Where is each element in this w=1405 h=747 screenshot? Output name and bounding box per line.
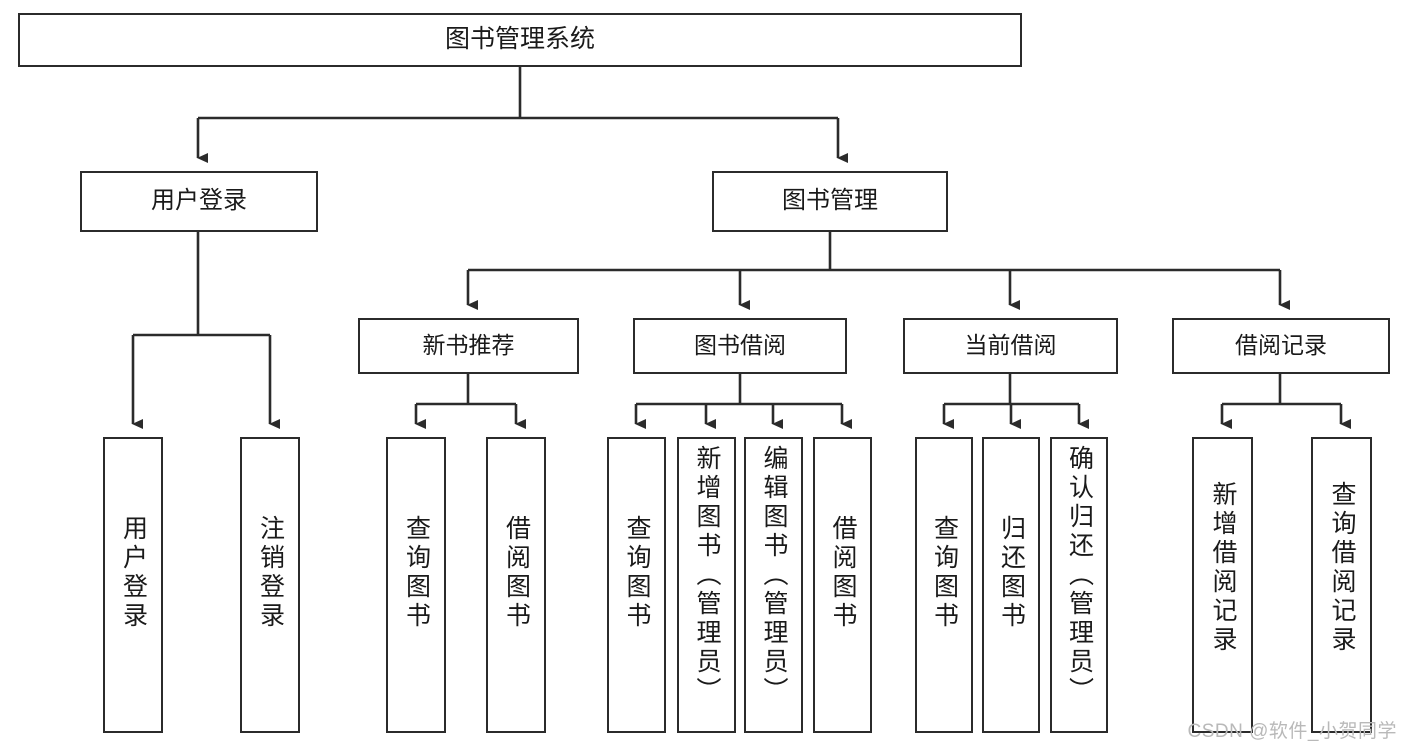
node-borrow-record-label: 借阅记录	[1235, 332, 1327, 359]
leaf-confirm-return-label: 确认归还（管理员）	[1065, 445, 1094, 706]
node-root-label: 图书管理系统	[444, 25, 595, 54]
node-current-borrow[interactable]: 当前借阅	[903, 318, 1118, 374]
node-borrow-record[interactable]: 借阅记录	[1172, 318, 1390, 374]
node-user-login[interactable]: 用户登录	[80, 171, 318, 232]
leaf-query-book-2-label: 查询图书	[623, 515, 651, 631]
leaf-add-book[interactable]: 新增图书（管理员）	[677, 437, 736, 733]
leaf-user-login[interactable]: 用户登录	[103, 437, 163, 733]
leaf-borrow-book-2[interactable]: 借阅图书	[813, 437, 872, 733]
leaf-query-record[interactable]: 查询借阅记录	[1311, 437, 1372, 733]
node-book-borrow[interactable]: 图书借阅	[633, 318, 847, 374]
leaf-borrow-book-1[interactable]: 借阅图书	[486, 437, 546, 733]
leaf-return-book[interactable]: 归还图书	[982, 437, 1040, 733]
leaf-add-book-label: 新增图书（管理员）	[693, 445, 721, 706]
leaf-logout[interactable]: 注销登录	[240, 437, 300, 733]
node-new-book-rec[interactable]: 新书推荐	[358, 318, 579, 374]
node-user-login-label: 用户登录	[151, 187, 247, 215]
leaf-borrow-book-1-label: 借阅图书	[502, 515, 531, 631]
node-new-book-rec-label: 新书推荐	[422, 332, 515, 359]
node-root[interactable]: 图书管理系统	[18, 13, 1022, 67]
leaf-query-book-2[interactable]: 查询图书	[607, 437, 666, 733]
leaf-borrow-book-2-label: 借阅图书	[829, 515, 857, 631]
node-book-borrow-label: 图书借阅	[694, 332, 786, 359]
leaf-query-book-3-label: 查询图书	[930, 515, 959, 631]
node-book-manage[interactable]: 图书管理	[712, 171, 948, 232]
leaf-query-book-1[interactable]: 查询图书	[386, 437, 446, 733]
leaf-edit-book-label: 编辑图书（管理员）	[760, 445, 788, 706]
watermark: CSDN @软件_小贺同学	[1187, 721, 1397, 742]
leaf-add-record[interactable]: 新增借阅记录	[1192, 437, 1253, 733]
node-book-manage-label: 图书管理	[782, 187, 878, 215]
leaf-query-record-label: 查询借阅记录	[1328, 481, 1356, 655]
leaf-user-login-label: 用户登录	[119, 515, 148, 631]
leaf-return-book-label: 归还图书	[997, 515, 1026, 631]
leaf-query-book-1-label: 查询图书	[402, 515, 431, 631]
leaf-edit-book[interactable]: 编辑图书（管理员）	[744, 437, 803, 733]
leaf-query-book-3[interactable]: 查询图书	[915, 437, 973, 733]
leaf-logout-label: 注销登录	[256, 515, 285, 631]
leaf-add-record-label: 新增借阅记录	[1209, 481, 1237, 655]
leaf-confirm-return[interactable]: 确认归还（管理员）	[1050, 437, 1108, 733]
node-current-borrow-label: 当前借阅	[964, 332, 1057, 359]
